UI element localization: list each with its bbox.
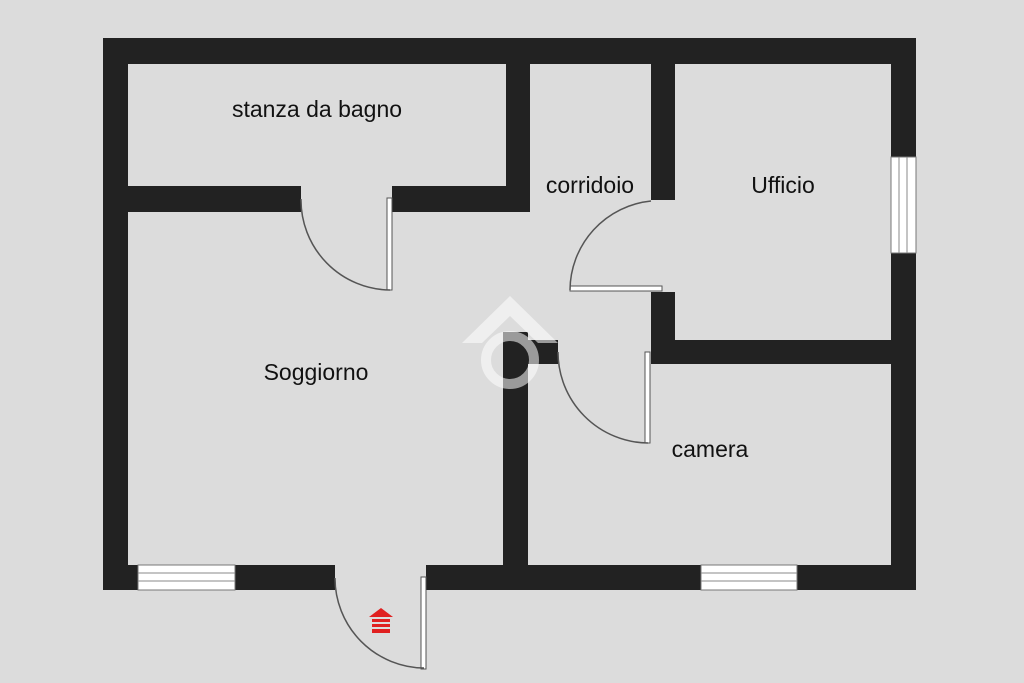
wall-bathroom-right: [506, 64, 530, 212]
wall-top: [103, 38, 916, 64]
door-entrance: [334, 576, 427, 670]
window-bedroom-bottom: [700, 564, 798, 591]
doors: [300, 197, 663, 670]
entrance-arrow-icon: [369, 608, 393, 633]
window-office-right: [890, 156, 917, 254]
window-living-bottom: [137, 564, 236, 591]
room-label-bedroom: camera: [672, 436, 749, 462]
room-label-living: Soggiorno: [264, 359, 369, 385]
room-label-bathroom: stanza da bagno: [232, 96, 402, 122]
wall-office-bottom: [651, 340, 891, 364]
wall-right: [891, 38, 916, 590]
door-office: [569, 200, 663, 292]
door-bedroom: [557, 351, 651, 444]
wall-living-right: [503, 332, 528, 565]
wall-bottom-right: [426, 565, 916, 590]
wall-bathroom-bottom-left: [128, 186, 301, 212]
wall-left: [103, 38, 128, 590]
room-label-office: Ufficio: [751, 172, 815, 198]
windows: [137, 156, 917, 591]
door-bathroom: [300, 197, 393, 291]
room-label-corridor: corridoio: [546, 172, 634, 198]
wall-office-left-upper: [651, 64, 675, 200]
house-logo-watermark: [462, 296, 558, 389]
interior-walls: [128, 64, 891, 565]
